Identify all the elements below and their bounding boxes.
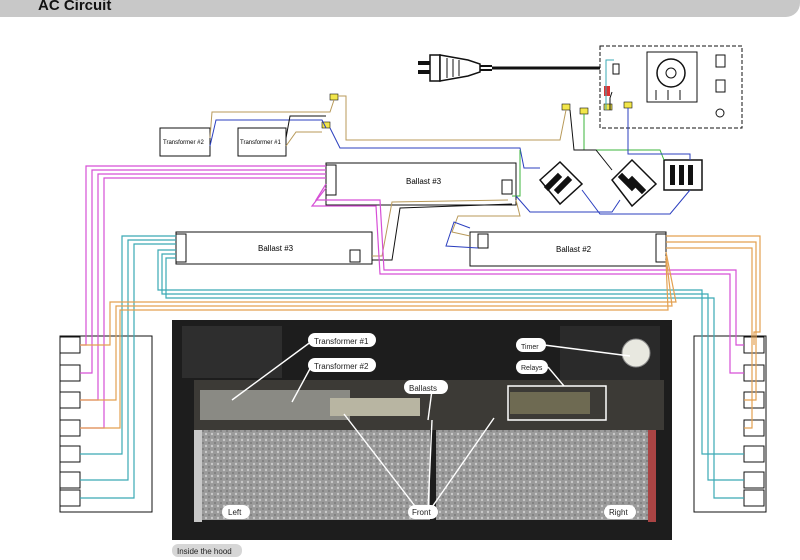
ballast-2: Ballast #2 xyxy=(469,231,667,267)
relay-3 xyxy=(663,159,703,191)
photo-label-front: Front xyxy=(412,508,431,517)
caption-text: Inside the hood xyxy=(177,547,232,556)
relay-1 xyxy=(538,160,584,206)
ballast-3-left: Ballast #3 xyxy=(175,231,373,265)
ballast-3-top-label: Ballast #3 xyxy=(406,177,442,186)
power-plug xyxy=(418,54,612,82)
photo-label-right: Right xyxy=(609,508,628,517)
ballast-2-label: Ballast #2 xyxy=(556,245,592,254)
header-bar: AC Circuit xyxy=(0,0,800,17)
photo-callouts xyxy=(231,340,631,511)
photo-caption: Inside the hood xyxy=(172,544,242,557)
wire-nuts xyxy=(321,93,633,129)
relay-2 xyxy=(611,158,658,208)
photo-label-relays: Relays xyxy=(521,365,543,372)
transformer-2: Transformer #2 xyxy=(159,127,211,157)
photo-label-timer: Timer xyxy=(521,344,539,351)
page-title: AC Circuit xyxy=(38,0,112,14)
left-terminal-strip xyxy=(59,335,153,513)
ballast-3-top: Ballast #3 xyxy=(325,162,517,206)
transformer-1-label: Transformer #1 xyxy=(240,140,281,146)
outlet-box xyxy=(599,45,743,129)
ballast-3-left-label: Ballast #3 xyxy=(258,244,294,253)
cyan-wires xyxy=(80,235,744,499)
control-wiring xyxy=(209,59,691,261)
photo-label-left: Left xyxy=(228,508,242,517)
photo-label-ballasts: Ballasts xyxy=(409,384,437,393)
transformer-1: Transformer #1 xyxy=(237,127,287,157)
ballast-terminals xyxy=(175,164,667,263)
photo-label-transformer-2: Transformer #2 xyxy=(314,362,369,371)
transformer-2-label: Transformer #2 xyxy=(163,140,204,146)
photo-labels: Transformer #1 Transformer #2 Ballasts T… xyxy=(222,333,636,519)
orange-wires xyxy=(80,235,761,429)
photo-label-transformer-1: Transformer #1 xyxy=(314,337,369,346)
